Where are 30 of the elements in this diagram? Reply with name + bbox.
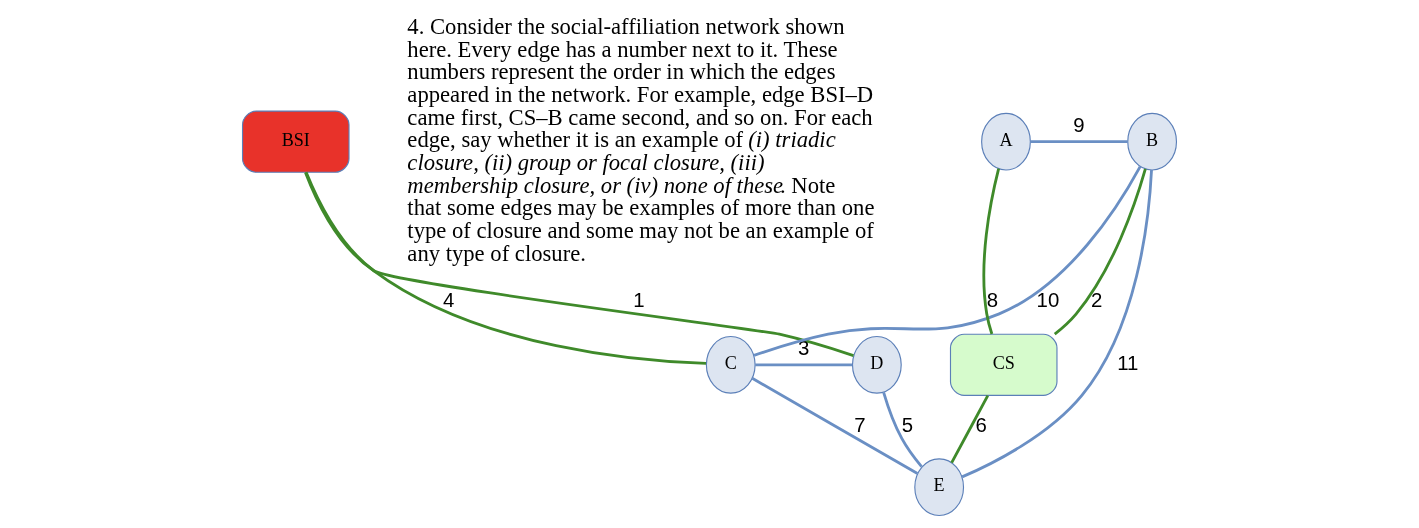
connector — [882, 391, 923, 468]
connector — [304, 171, 707, 365]
edge-label: 9 — [1073, 113, 1085, 136]
connector — [961, 169, 1153, 479]
node-box: CS — [949, 333, 1058, 396]
node-box: BSI — [241, 110, 350, 173]
connector — [753, 165, 1142, 357]
edge-label: 7 — [854, 414, 866, 437]
edge-label: 3 — [798, 337, 810, 360]
edge-label: 5 — [901, 414, 914, 437]
edge-label: 4 — [443, 289, 455, 312]
edge-label: 10 — [1036, 289, 1060, 312]
connector — [304, 171, 854, 357]
connector — [1030, 140, 1128, 144]
connector — [982, 168, 1000, 335]
connector — [1053, 168, 1147, 336]
edge-label: 1 — [633, 289, 645, 312]
node-ellipse: E — [914, 458, 965, 517]
node-ellipse: C — [705, 335, 756, 394]
connector — [755, 363, 853, 367]
label: 4. Consider the social-affiliation network shown here. Every edge has a number next to it. These numbers represent the order in which the edges appeared in the network. For example, edge BSI–D came first, CS–B came second, and so on. For each edge, say whether it is an example of (i) triadic closure, (ii) group or focal closure, (iii) membership closure, or (iv) none of these. Note that some edges may be examples of more than one type of closure and some may not be an example of any type of closure. — [407, 14, 875, 266]
connector — [751, 377, 919, 475]
edge-label: 2 — [1090, 289, 1103, 312]
edge-label: 8 — [986, 289, 999, 312]
node-ellipse: A — [981, 112, 1031, 171]
node-ellipse: D — [851, 335, 902, 394]
connector — [950, 394, 989, 464]
edge-label: 6 — [975, 414, 987, 437]
node-ellipse: B — [1127, 112, 1178, 171]
edge-label: 11 — [1117, 351, 1139, 374]
